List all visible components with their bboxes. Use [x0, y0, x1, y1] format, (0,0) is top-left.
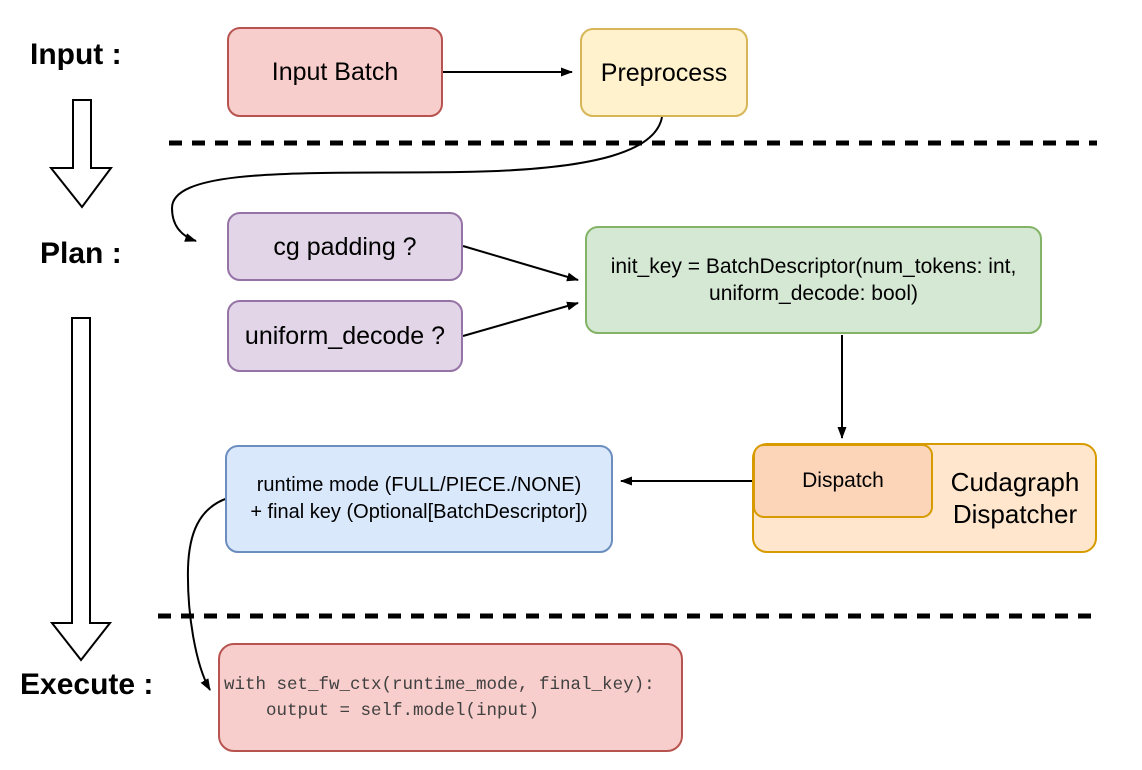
execute-code-line2: output = self.model(input)	[224, 700, 540, 721]
node-dispatch: Dispatch	[753, 444, 933, 518]
node-preprocess-label: Preprocess	[600, 58, 728, 87]
node-execute-code: with set_fw_ctx(runtime_mode, final_key)…	[218, 643, 683, 752]
execute-code-line1: with set_fw_ctx(runtime_mode, final_key)…	[224, 674, 655, 695]
node-init-key: init_key = BatchDescriptor(num_tokens: i…	[585, 226, 1042, 334]
input-to-plan-arrow	[48, 99, 113, 209]
arrow-uniform-decode-to-init-key	[462, 301, 579, 337]
node-runtime-mode-line1: runtime mode (FULL/PIECE./NONE)	[256, 474, 582, 496]
arrow-cg-padding-to-init-key	[462, 245, 579, 282]
node-runtime-mode-line2: + final key (Optional[BatchDescriptor])	[250, 501, 588, 523]
cudagraph-label-line1: Cudagraph	[950, 467, 1080, 497]
node-uniform-decode: uniform_decode ?	[227, 300, 463, 372]
section-label-execute: Execute :	[20, 668, 154, 701]
section-label-plan: Plan :	[40, 237, 122, 270]
arrow-runtime-mode-to-execute-code	[186, 497, 229, 691]
node-init-key-line2: uniform_decode: bool)	[709, 282, 918, 305]
node-preprocess: Preprocess	[580, 28, 748, 117]
node-runtime-mode: runtime mode (FULL/PIECE./NONE) + final …	[225, 445, 613, 553]
arrow-preprocess-to-cg-padding	[170, 116, 663, 242]
node-init-key-line1: init_key = BatchDescriptor(num_tokens: i…	[610, 255, 1017, 278]
node-cg-padding-label: cg padding ?	[273, 232, 417, 261]
node-uniform-decode-label: uniform_decode ?	[244, 322, 446, 350]
node-cudagraph-dispatcher-label: Cudagraph Dispatcher	[933, 443, 1097, 553]
section-label-input: Input :	[30, 38, 122, 71]
node-cg-padding: cg padding ?	[227, 212, 463, 281]
plan-to-execute-arrow	[49, 317, 113, 662]
node-input-batch-label: Input Batch	[271, 58, 399, 86]
node-input-batch: Input Batch	[227, 27, 443, 117]
node-dispatch-label: Dispatch	[802, 469, 884, 493]
cudagraph-label-line2: Dispatcher	[952, 499, 1078, 529]
